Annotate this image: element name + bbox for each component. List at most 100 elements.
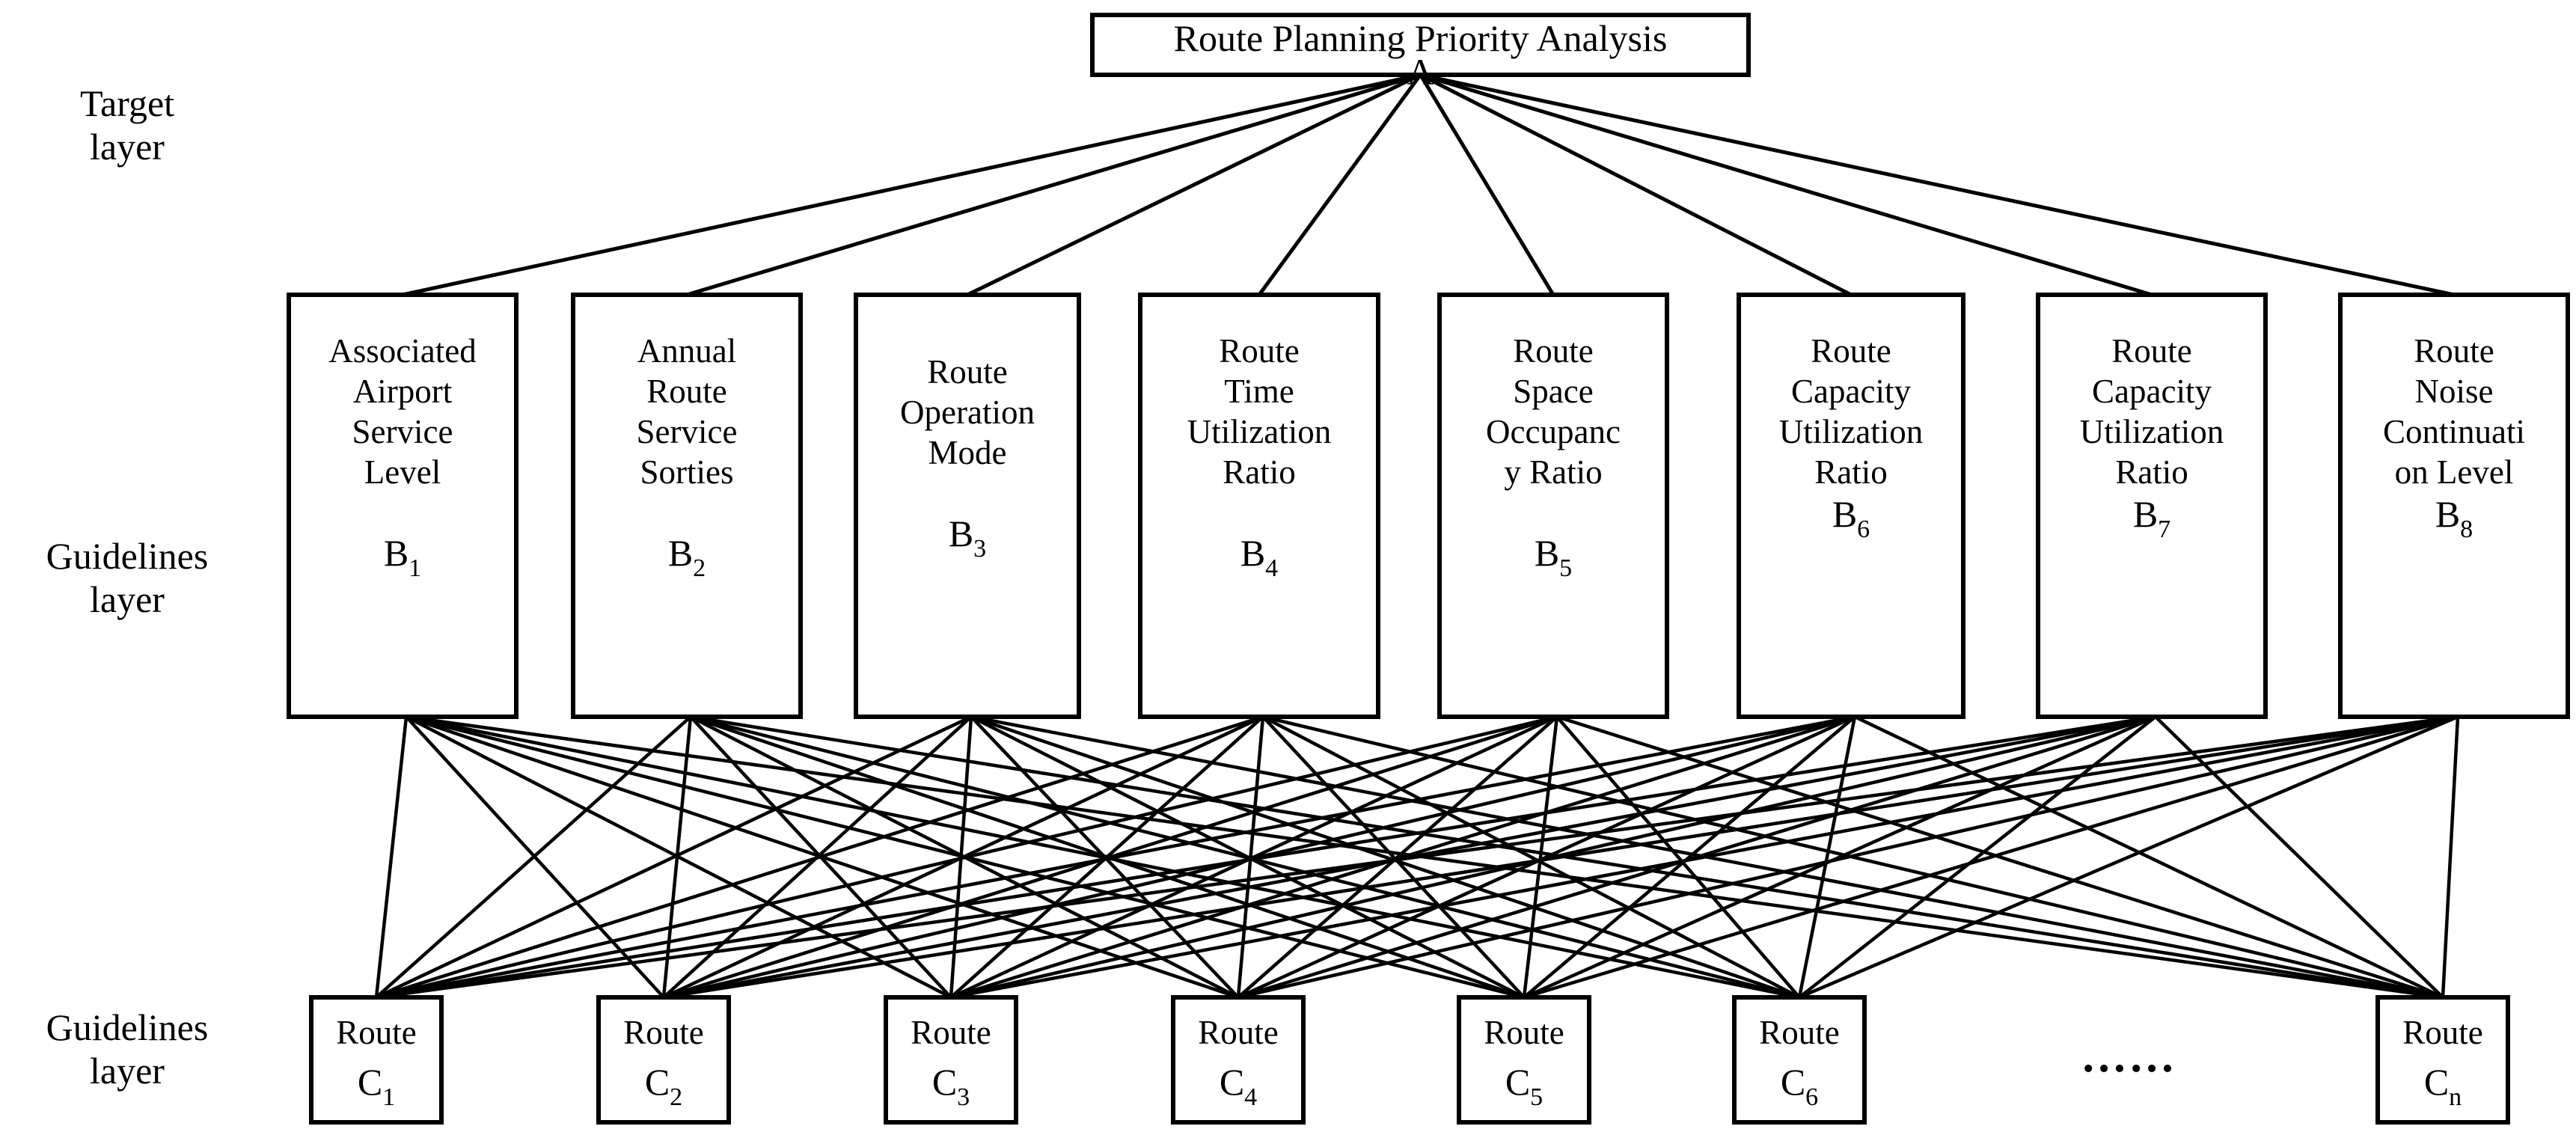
link-b5-to-c1 bbox=[376, 715, 1558, 1000]
link-b8-to-c5 bbox=[1523, 715, 2459, 1000]
criteria-label-line: Annual bbox=[637, 332, 736, 370]
criteria-node-box-b3 bbox=[854, 293, 1081, 719]
link-a-to-b5 bbox=[1419, 73, 1555, 296]
criteria-label-line: Utilization bbox=[1779, 413, 1923, 450]
link-b8-to-c1 bbox=[376, 715, 2459, 1000]
guidelines-layer-b-line: layer bbox=[90, 578, 165, 620]
criteria-label-line: Ratio bbox=[1814, 453, 1888, 491]
target-node-code: A bbox=[1407, 51, 1434, 93]
guidelines-layer-c-line: layer bbox=[90, 1050, 165, 1092]
link-b7-to-c6 bbox=[1798, 715, 2157, 999]
link-a-to-b4 bbox=[1257, 73, 1422, 296]
alternative-node-box-c2 bbox=[596, 995, 731, 1125]
link-b8-to-c6 bbox=[1799, 715, 2459, 1000]
criteria-label-line: Level bbox=[364, 453, 441, 491]
target-layer-line: layer bbox=[90, 126, 165, 168]
alternative-node-label-c3: Route bbox=[911, 1014, 991, 1051]
link-b4-to-c6 bbox=[1261, 715, 1801, 999]
link-a-to-b7 bbox=[1419, 73, 2153, 297]
criteria-label-line: Associated bbox=[328, 332, 476, 370]
link-b3-to-c5 bbox=[970, 715, 1526, 1000]
alternative-node-box-c6 bbox=[1732, 995, 1867, 1125]
criteria-label-line: Noise bbox=[2415, 373, 2494, 410]
ellipsis-label: …… bbox=[2081, 1031, 2176, 1082]
alternative-node-code-c1: C1 bbox=[358, 1061, 395, 1111]
criteria-label-line: Ratio bbox=[1223, 453, 1296, 491]
criteria-label-line: Route bbox=[2111, 332, 2192, 370]
criteria-label-line: Utilization bbox=[2080, 413, 2224, 450]
link-b5-to-c5 bbox=[1522, 716, 1559, 998]
criteria-node-code-b8: B8 bbox=[2435, 493, 2473, 543]
target-to-criteria-links bbox=[402, 73, 2455, 297]
link-b8-to-c2 bbox=[663, 715, 2459, 1000]
criteria-node-code-b1: B1 bbox=[384, 532, 421, 582]
criteria-label-line: Route bbox=[1811, 332, 1891, 370]
link-b2-to-c1 bbox=[375, 715, 692, 999]
alternative-node-label-c5: Route bbox=[1484, 1014, 1564, 1051]
criteria-node-code-b3: B3 bbox=[949, 513, 986, 563]
alternative-node-label-cn: Route bbox=[2402, 1014, 2483, 1051]
link-b8-to-c4 bbox=[1237, 715, 2459, 1000]
link-a-to-b3 bbox=[966, 73, 1422, 297]
criteria-node-box-b4 bbox=[1138, 293, 1380, 719]
criteria-label-line: on Level bbox=[2395, 453, 2514, 491]
alternative-node-label-c6: Route bbox=[1759, 1014, 1840, 1051]
criteria-label-line: Utilization bbox=[1187, 413, 1331, 450]
criteria-label-line: Operation bbox=[900, 394, 1035, 431]
criteria-label-line: Route bbox=[2414, 332, 2494, 370]
link-b4-to-c5 bbox=[1261, 715, 1526, 999]
link-b6-to-c5 bbox=[1523, 715, 1856, 999]
criteria-node-box-b7 bbox=[2036, 293, 2268, 719]
criteria-label-line: Space bbox=[1513, 373, 1593, 410]
guidelines-layer-c-line: Guidelines bbox=[46, 1006, 209, 1048]
alternative-node-box-c3 bbox=[884, 995, 1018, 1125]
alternative-node-box-c4 bbox=[1171, 995, 1306, 1125]
criteria-node-code-b2: B2 bbox=[668, 532, 706, 582]
link-b8-to-c3 bbox=[950, 715, 2459, 1000]
criteria-node-box-b2 bbox=[571, 293, 803, 719]
criteria-node-box-b6 bbox=[1737, 293, 1965, 719]
link-b8-to-cn bbox=[2441, 716, 2460, 998]
link-a-to-b2 bbox=[686, 73, 1422, 297]
guidelines-layer-b-line: Guidelines bbox=[46, 535, 209, 577]
criteria-node-code-b5: B5 bbox=[1535, 532, 1572, 582]
link-b1-to-c1 bbox=[374, 716, 409, 998]
criteria-label-line: Route bbox=[927, 353, 1008, 391]
link-a-to-b1 bbox=[402, 73, 1422, 297]
alternative-node-label-c1: Route bbox=[336, 1014, 417, 1051]
target-layer-line: Target bbox=[80, 82, 174, 124]
misc-group: …… bbox=[2081, 1031, 2176, 1082]
link-b7-to-c5 bbox=[1523, 715, 2156, 1000]
criteria-label-line: Capacity bbox=[2092, 373, 2212, 410]
link-b6-to-c1 bbox=[376, 715, 1855, 1000]
criteria-node-box-b5 bbox=[1437, 293, 1669, 719]
criteria-label-line: y Ratio bbox=[1504, 453, 1602, 491]
criteria-label-line: Ratio bbox=[2115, 453, 2188, 491]
alternative-node-box-c1 bbox=[309, 995, 444, 1125]
criteria-node-box-b8 bbox=[2338, 293, 2570, 719]
criteria-node-box-b1 bbox=[287, 293, 518, 719]
alternative-node-label-c2: Route bbox=[623, 1014, 704, 1051]
criteria-node-code-b7: B7 bbox=[2133, 493, 2170, 543]
link-a-to-b8 bbox=[1419, 73, 2455, 297]
link-a-to-b6 bbox=[1419, 73, 1853, 297]
criteria-label-line: Sorties bbox=[640, 453, 733, 491]
criteria-label-line: Route bbox=[1513, 332, 1594, 370]
alternative-node-box-cn bbox=[2375, 995, 2510, 1125]
criteria-node-code-b4: B4 bbox=[1240, 532, 1278, 582]
criteria-to-alternatives-links bbox=[374, 715, 2460, 1000]
alternative-node-label-c4: Route bbox=[1198, 1014, 1279, 1051]
